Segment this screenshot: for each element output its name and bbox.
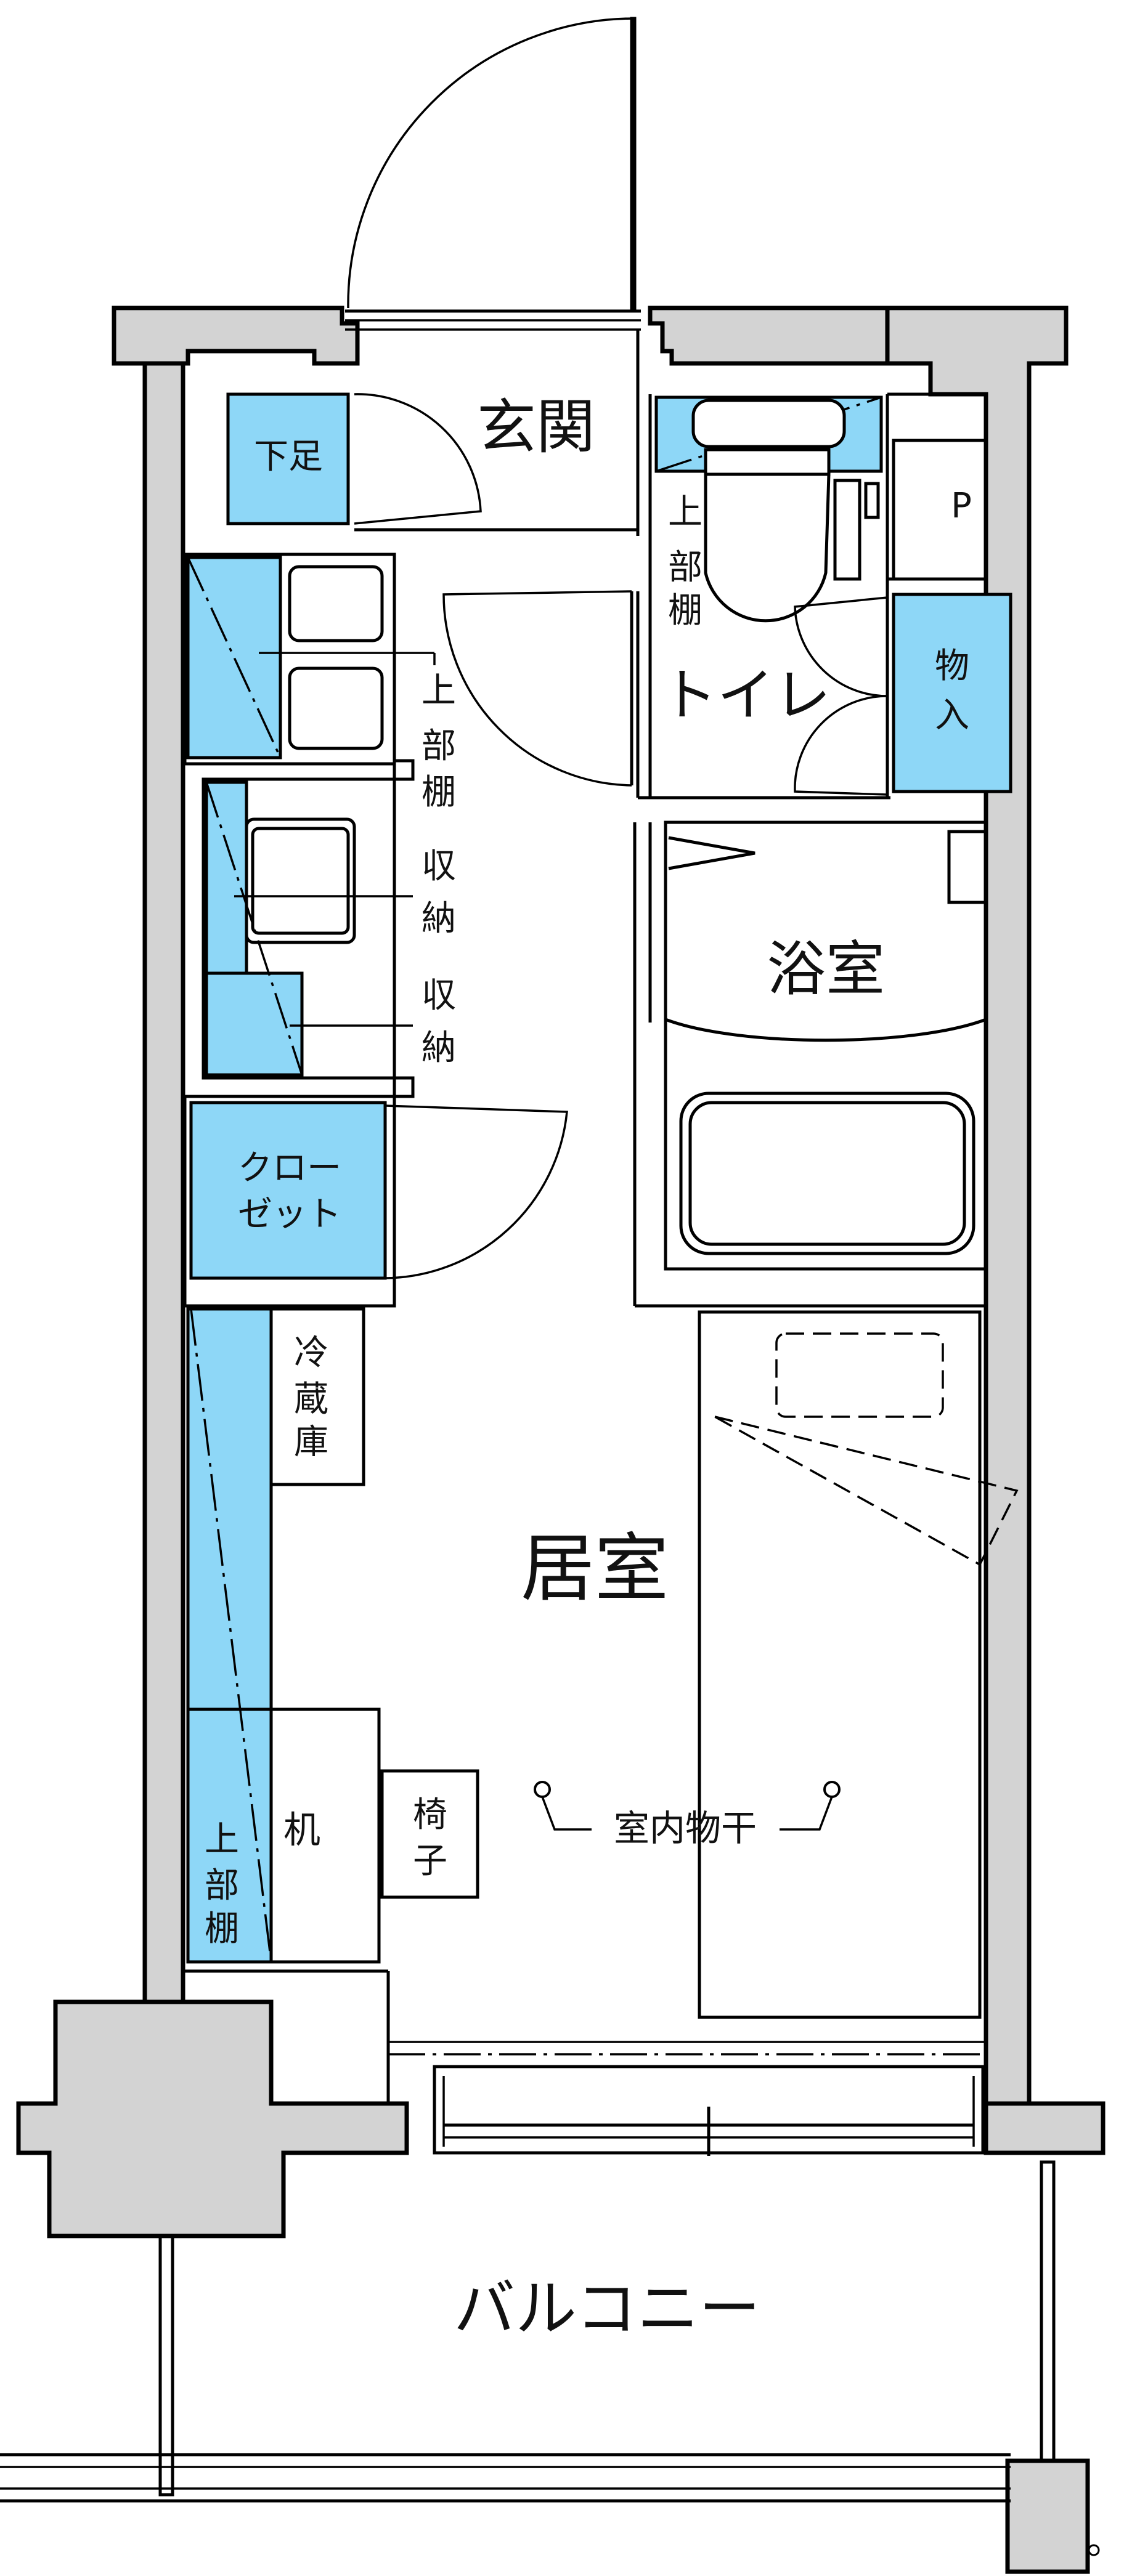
entrance-label: 玄関 — [477, 392, 595, 461]
living-room-label: 居室 — [521, 1526, 669, 1612]
svg-text:納: 納 — [422, 1028, 456, 1068]
room-labels: 玄関 下足 上 部 棚 上 部 棚 収 納 収 納 トイレ P 物 入 クロー … — [205, 392, 972, 2344]
upper-shelf-left — [186, 556, 436, 759]
indoor-drying-label: 室内物干 — [614, 1807, 757, 1849]
window-sash — [433, 2065, 985, 2156]
storeroom — [892, 593, 1012, 793]
svg-text:部: 部 — [205, 1866, 239, 1906]
balcony-post — [1005, 2458, 1090, 2574]
svg-text:庫: 庫 — [294, 1422, 328, 1462]
storage-cabinets — [205, 780, 413, 1077]
svg-text:納: 納 — [422, 899, 456, 939]
bed-details — [714, 1332, 1019, 1566]
right-lower-wall — [984, 2101, 1106, 2155]
svg-text:部: 部 — [668, 548, 702, 588]
svg-text:収: 収 — [422, 846, 456, 886]
upper-shelf-label-desk: 上 部 棚 — [205, 1820, 239, 1949]
toilet-label: トイレ — [661, 662, 831, 728]
svg-text:上: 上 — [205, 1820, 239, 1860]
pipe-space-label: P — [951, 486, 972, 526]
upper-shelf-label-toilet: 上 部 棚 — [668, 492, 702, 631]
desk-label: 机 — [283, 1809, 320, 1852]
storeroom-label: 物 入 — [935, 646, 969, 735]
shoe-storage-label: 下足 — [254, 437, 323, 477]
closet-label-line2: ゼット — [238, 1194, 341, 1234]
svg-text:物: 物 — [935, 646, 969, 686]
refrigerator-label: 冷 蔵 庫 — [294, 1333, 328, 1462]
left-column — [16, 1999, 409, 2238]
svg-text:冷: 冷 — [294, 1333, 328, 1373]
balcony-label: バルコニー — [454, 2272, 760, 2344]
svg-text:棚: 棚 — [668, 591, 702, 631]
svg-text:部: 部 — [422, 726, 456, 766]
svg-text:棚: 棚 — [422, 772, 456, 812]
bathroom — [648, 820, 988, 1271]
toilet-fixture — [654, 395, 889, 796]
storage-label-1: 収 納 — [422, 846, 456, 939]
partitions — [183, 330, 988, 2104]
top-wall-left — [112, 306, 360, 366]
svg-text:上: 上 — [668, 492, 702, 532]
shoe-storage — [226, 392, 482, 525]
svg-text:蔵: 蔵 — [294, 1379, 328, 1419]
walls — [16, 306, 1106, 2574]
closet — [189, 1101, 568, 1280]
balcony-area — [0, 2160, 1100, 2556]
svg-text:椅: 椅 — [413, 1795, 447, 1835]
hall-door[interactable] — [442, 590, 633, 787]
left-shelving — [186, 1307, 479, 1964]
svg-text:収: 収 — [422, 976, 456, 1016]
svg-text:上: 上 — [422, 671, 456, 711]
entrance-door[interactable] — [345, 17, 641, 331]
svg-text:棚: 棚 — [205, 1909, 239, 1949]
storage-label-2: 収 納 — [422, 976, 456, 1068]
top-wall-middle — [648, 306, 890, 366]
left-wall — [142, 361, 185, 2004]
closet-label-line1: クロー — [238, 1148, 341, 1188]
svg-text:子: 子 — [413, 1841, 447, 1881]
bathroom-label: 浴室 — [767, 934, 885, 1003]
chair-label: 椅 子 — [413, 1795, 447, 1881]
indoor-drying-line — [534, 1781, 841, 1831]
upper-shelf-label-left: 上 部 棚 — [422, 671, 456, 812]
svg-text:入: 入 — [935, 695, 969, 735]
